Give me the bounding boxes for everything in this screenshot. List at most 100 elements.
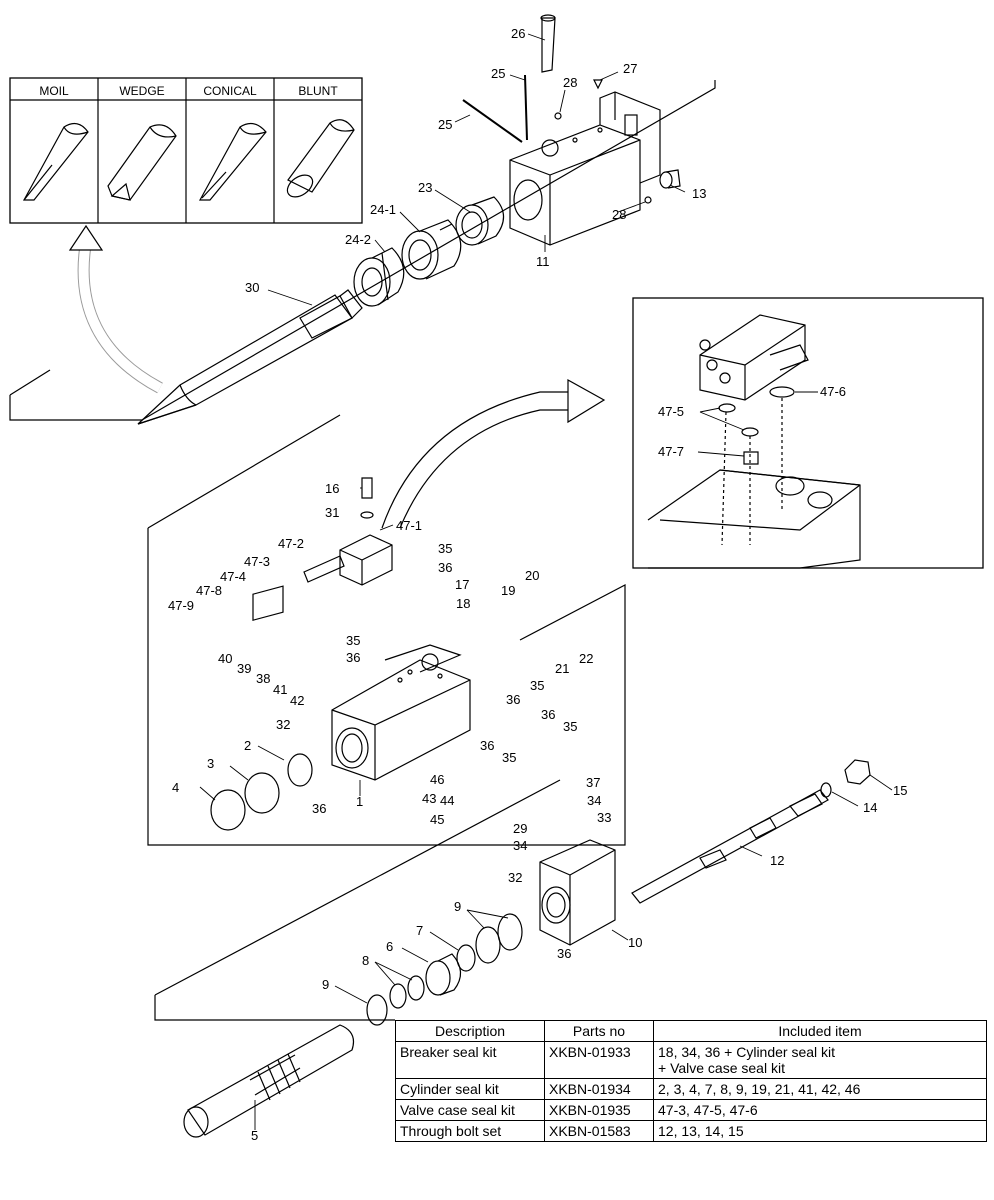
- callout-13: 13: [692, 186, 706, 201]
- callout-41: 41: [273, 682, 287, 697]
- callout-47-7: 47-7: [658, 444, 684, 459]
- callout-30: 30: [245, 280, 259, 295]
- callout-35-far: 35: [563, 719, 577, 734]
- seal-kit-table: Description Parts no Included item Break…: [395, 1020, 987, 1142]
- column-header-description: Description: [395, 1020, 545, 1042]
- callout-11: 11: [536, 254, 550, 269]
- column-header-parts-no: Parts no: [544, 1020, 654, 1042]
- callout-25: 25: [491, 66, 505, 81]
- callout-15: 15: [893, 783, 907, 798]
- callout-46: 46: [430, 772, 444, 787]
- callout-26: 26: [511, 26, 525, 41]
- part-7-ring: [456, 944, 476, 972]
- callout-14: 14: [863, 800, 877, 815]
- callout-34-top: 34: [587, 793, 601, 808]
- callout-8: 8: [362, 953, 369, 968]
- valve-detail-inset: [632, 297, 984, 569]
- callout-28: 28: [563, 75, 577, 90]
- table-cell-included-item: 47-3, 47-5, 47-6: [653, 1099, 987, 1121]
- table-cell-included-item: 12, 13, 14, 15: [653, 1120, 987, 1142]
- callout-5: 5: [251, 1128, 258, 1143]
- callout-36-low: 36: [480, 738, 494, 753]
- callout-9-top: 9: [454, 899, 461, 914]
- part-24-1-sleeve: [401, 219, 462, 280]
- callout-2: 2: [244, 738, 251, 753]
- callout-27: 27: [623, 61, 637, 76]
- conical-tip-icon: [198, 122, 267, 201]
- part-6-seal: [425, 953, 462, 996]
- table-cell-parts-no: XKBN-01583: [544, 1120, 654, 1142]
- part-9-ring-2: [497, 913, 523, 951]
- callout-28-b: 28: [612, 207, 626, 222]
- callout-35-right: 35: [530, 678, 544, 693]
- callout-45: 45: [430, 812, 444, 827]
- tool-tip-chart: MOIL WEDGE CONICAL BLUNT: [9, 77, 363, 224]
- table-cell-parts-no: XKBN-01933: [544, 1041, 654, 1079]
- tool-tip-blunt-label: BLUNT: [298, 84, 338, 98]
- table-cell-included-item: 18, 34, 36 + Cylinder seal kit + Valve c…: [653, 1041, 987, 1079]
- tool-tip-conical-label: CONICAL: [203, 84, 257, 98]
- callout-47-4: 47-4: [220, 569, 246, 584]
- part-9-ring: [475, 926, 501, 964]
- table-row: Breaker seal kit XKBN-01933 18, 34, 36 +…: [395, 1041, 987, 1079]
- part-47-6-oring-icon: [769, 386, 795, 398]
- callout-10: 10: [628, 935, 642, 950]
- part-8-ring: [389, 983, 407, 1009]
- callout-47-3: 47-3: [244, 554, 270, 569]
- callout-21: 21: [555, 661, 569, 676]
- part-25-26-pins: [462, 14, 556, 143]
- callout-32-b: 32: [508, 870, 522, 885]
- part-14-washer: [820, 782, 832, 798]
- callout-31: 31: [325, 505, 339, 520]
- callout-24-2: 24-2: [345, 232, 371, 247]
- callout-42: 42: [290, 693, 304, 708]
- callout-18: 18: [456, 596, 470, 611]
- callout-20: 20: [525, 568, 539, 583]
- curved-arrow-icon: [68, 224, 163, 394]
- callout-7: 7: [416, 923, 423, 938]
- part-15-nut: [844, 759, 871, 785]
- tool-tip-wedge-label: WEDGE: [119, 84, 164, 98]
- column-header-included-item: Included item: [653, 1020, 987, 1042]
- callout-36-mid: 36: [346, 650, 360, 665]
- part-23-bushing: [455, 196, 505, 246]
- callout-40: 40: [218, 651, 232, 666]
- inset-arrow-icon: [381, 378, 606, 529]
- table-cell-description: Valve case seal kit: [395, 1099, 545, 1121]
- callout-36-far: 36: [541, 707, 555, 722]
- callout-47-5: 47-5: [658, 404, 684, 419]
- table-row: Through bolt set XKBN-01583 12, 13, 14, …: [395, 1120, 987, 1142]
- table-cell-parts-no: XKBN-01935: [544, 1099, 654, 1121]
- callout-9-low: 9: [322, 977, 329, 992]
- moil-tip-icon: [22, 122, 89, 201]
- callout-4: 4: [172, 780, 179, 795]
- table-cell-description: Cylinder seal kit: [395, 1078, 545, 1100]
- part-4-ring: [210, 789, 246, 831]
- callout-3: 3: [207, 756, 214, 771]
- leader-lines: [199, 33, 893, 1130]
- table-cell-description: Through bolt set: [395, 1120, 545, 1142]
- chisel-tool: [137, 289, 363, 425]
- callout-22: 22: [579, 651, 593, 666]
- part-27-28-small-parts: [554, 79, 652, 204]
- callout-6: 6: [386, 939, 393, 954]
- part-10-valve-case: [539, 839, 616, 946]
- callout-47-6: 47-6: [820, 384, 846, 399]
- table-cell-parts-no: XKBN-01934: [544, 1078, 654, 1100]
- front-head-panel: [9, 80, 716, 421]
- wedge-tip-icon: [107, 124, 177, 201]
- callout-32: 32: [276, 717, 290, 732]
- part-12-through-bolt: [631, 789, 829, 904]
- callout-43: 43: [422, 791, 436, 806]
- callout-36-bottom: 36: [557, 946, 571, 961]
- part-1-cylinder: [331, 644, 471, 781]
- part-9-ring-3: [366, 994, 388, 1026]
- callout-25-b: 25: [438, 117, 452, 132]
- callout-1: 1: [356, 794, 363, 809]
- part-47-valve: [252, 477, 393, 621]
- part-2-ring: [287, 753, 313, 787]
- callout-16: 16: [325, 481, 339, 496]
- callout-17: 17: [455, 577, 469, 592]
- table-header-row: Description Parts no Included item: [395, 1020, 987, 1042]
